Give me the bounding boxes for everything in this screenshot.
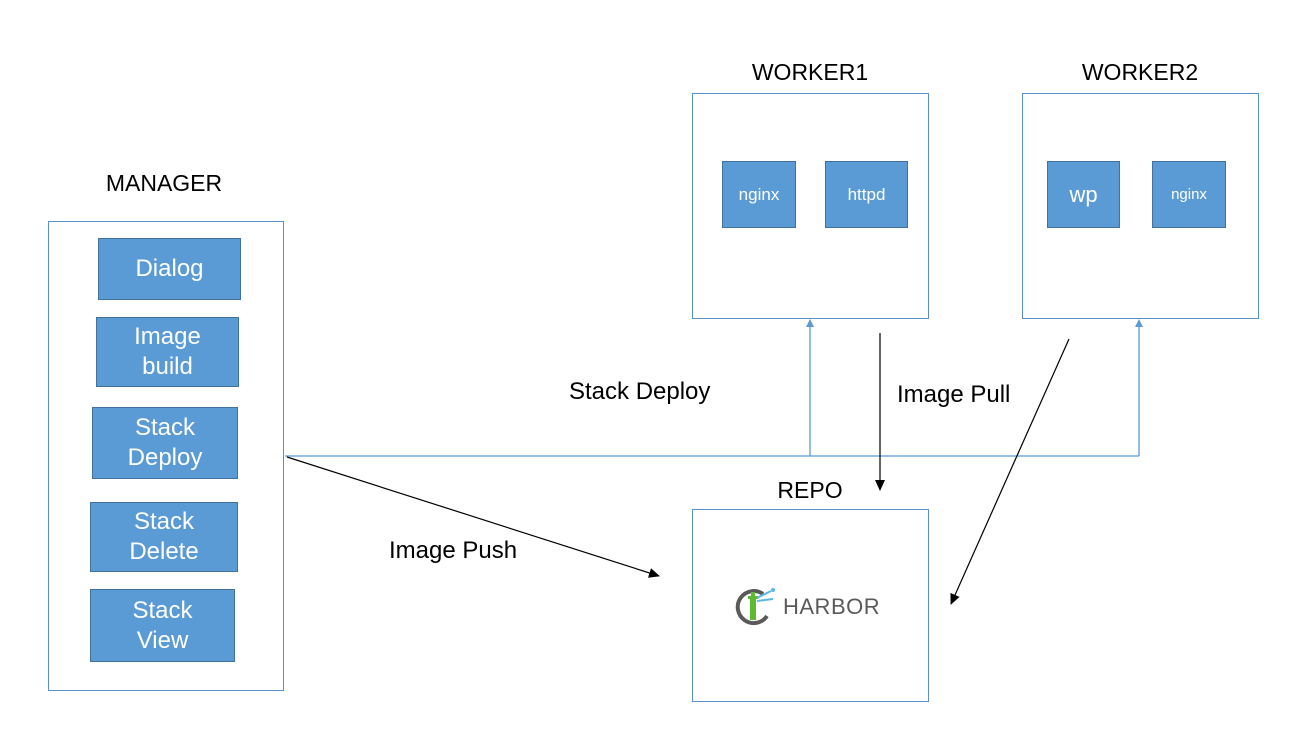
repo-title: REPO [777, 477, 843, 503]
stack-view-button[interactable]: Stack View [90, 589, 235, 662]
stack-deploy-label-1: Stack [134, 414, 196, 441]
worker1-service-nginx[interactable]: nginx [722, 161, 796, 228]
harbor-logo: HARBOR [733, 586, 880, 628]
image-build-button[interactable]: Image build [96, 317, 239, 387]
stack-delete-label-1: Stack [133, 508, 195, 535]
harbor-logo-text: HARBOR [783, 594, 881, 619]
repo-node [692, 509, 929, 702]
worker1-service-httpd[interactable]: httpd [825, 161, 908, 228]
stack-view-label-1: Stack [132, 596, 193, 624]
worker2-service-nginx-label: nginx [1171, 185, 1207, 203]
stack-deploy-label: Stack Deploy [569, 378, 711, 405]
image-build-label-1: Image [134, 323, 201, 350]
worker2-service-wp[interactable]: wp [1047, 161, 1120, 228]
stack-deploy-label-2: Deploy [127, 444, 203, 471]
worker2-service-wp-label: wp [1069, 181, 1098, 207]
image-push-label: Image Push [389, 537, 518, 564]
stack-view-label-2: View [136, 626, 189, 654]
image-pull-label: Image Pull [897, 381, 1011, 408]
worker1-title: WORKER1 [751, 59, 869, 85]
image-pull-arrow-worker2 [950, 338, 1070, 605]
worker2-service-nginx[interactable]: nginx [1152, 161, 1226, 228]
stack-deploy-button[interactable]: Stack Deploy [92, 407, 238, 479]
stack-delete-button[interactable]: Stack Delete [90, 502, 238, 572]
worker2-title: WORKER2 [1081, 59, 1199, 85]
worker1-service-httpd-label: httpd [847, 184, 886, 204]
image-build-label-2: build [142, 353, 193, 380]
stack-delete-label-2: Delete [129, 538, 199, 565]
dialog-label: Dialog [135, 255, 204, 282]
image-push-arrow [286, 456, 660, 578]
dialog-button[interactable]: Dialog [98, 238, 241, 300]
harbor-logo-icon [735, 588, 775, 626]
worker1-service-nginx-label: nginx [738, 184, 780, 204]
manager-title: MANAGER [105, 170, 223, 196]
